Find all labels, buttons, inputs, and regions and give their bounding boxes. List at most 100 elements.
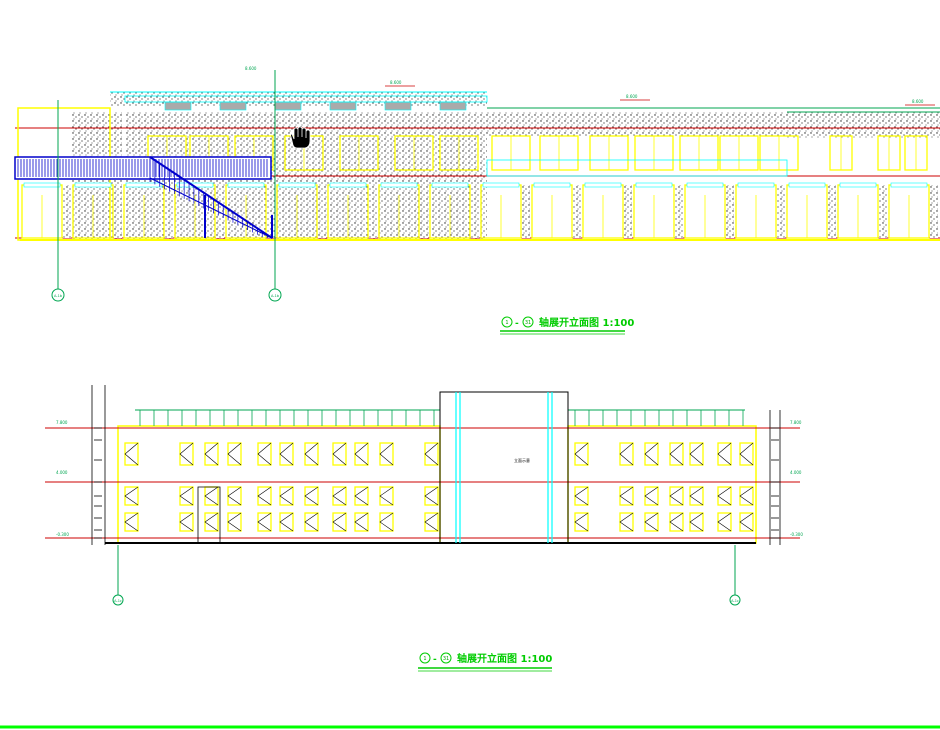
axis-label-right: A-1b xyxy=(271,294,280,298)
clerestory-panel xyxy=(384,101,412,111)
window xyxy=(179,486,194,506)
window xyxy=(257,442,272,466)
window xyxy=(379,512,394,532)
window xyxy=(619,442,634,466)
svg-text:31: 31 xyxy=(443,656,449,662)
window xyxy=(424,486,439,506)
window xyxy=(739,442,754,466)
left-dimension-stack xyxy=(94,427,102,539)
elevation-2-title-text: 轴展开立面图 1:100 xyxy=(457,652,552,665)
level-label: 8.600 xyxy=(245,66,257,71)
window xyxy=(379,442,394,466)
window xyxy=(124,512,139,532)
right-dimension-stack xyxy=(771,427,779,539)
window xyxy=(669,512,684,532)
window-grid xyxy=(124,442,754,544)
window xyxy=(204,486,219,506)
hand-cursor-icon xyxy=(290,126,311,149)
window xyxy=(257,512,272,532)
window xyxy=(304,442,319,466)
window xyxy=(354,512,369,532)
window xyxy=(257,486,272,506)
window xyxy=(669,486,684,506)
axis-bubble-right xyxy=(268,288,282,302)
window xyxy=(689,486,704,506)
window xyxy=(304,512,319,532)
lower-door-row xyxy=(21,182,938,239)
window xyxy=(227,512,242,532)
window xyxy=(179,512,194,532)
window xyxy=(619,512,634,532)
window xyxy=(717,442,732,466)
right-level-mid: 4.000 xyxy=(790,470,802,475)
axis-label-left: A-1b xyxy=(54,294,63,298)
window xyxy=(717,512,732,532)
window xyxy=(332,512,347,532)
window xyxy=(124,486,139,506)
window xyxy=(204,442,219,466)
right-level-ground: -0.300 xyxy=(790,532,803,537)
window xyxy=(669,442,684,466)
window xyxy=(279,486,294,506)
clerestory-panel xyxy=(329,101,357,111)
window xyxy=(204,512,219,532)
balcony-rail-bars xyxy=(17,159,268,177)
svg-text:1: 1 xyxy=(505,320,508,326)
svg-text:31: 31 xyxy=(525,320,531,326)
window xyxy=(354,486,369,506)
exterior-stair xyxy=(149,156,273,239)
window xyxy=(227,442,242,466)
window xyxy=(644,512,659,532)
balcony-rail xyxy=(14,156,272,180)
window xyxy=(619,486,634,506)
elevation-2: 立面示意 7.800 4.000 -0.300 7.800 4.000 -0.3… xyxy=(45,385,803,672)
stipple-wall-far xyxy=(787,112,940,138)
window xyxy=(424,512,439,532)
window xyxy=(332,486,347,506)
window xyxy=(739,512,754,532)
window xyxy=(574,442,589,466)
svg-text:-: - xyxy=(433,655,437,665)
svg-text:-: - xyxy=(515,319,519,329)
window xyxy=(354,442,369,466)
stair-tower xyxy=(439,391,569,544)
window xyxy=(689,442,704,466)
window xyxy=(332,442,347,466)
window xyxy=(717,486,732,506)
level-label: 8.600 xyxy=(912,99,924,104)
elevation-1-title-text: 轴展开立面图 1:100 xyxy=(539,316,634,329)
window xyxy=(644,486,659,506)
axis-label-left: A-1c xyxy=(114,599,122,603)
level-label: 8.600 xyxy=(390,80,402,85)
window xyxy=(304,486,319,506)
clerestory-panel xyxy=(219,101,247,111)
axis-label-right: A-1c xyxy=(731,599,739,603)
svg-text:1: 1 xyxy=(423,656,426,662)
window xyxy=(227,486,242,506)
window xyxy=(644,442,659,466)
clerestory-panel xyxy=(274,101,302,111)
parapet-posts xyxy=(139,410,744,426)
elevation-2-title: 1 - 31 轴展开立面图 1:100 xyxy=(418,652,552,672)
stipple-wall-right xyxy=(487,112,787,136)
left-level-ground: -0.300 xyxy=(56,532,69,537)
elevation-1-title: 1 - 31 轴展开立面图 1:100 xyxy=(500,316,634,335)
center-label: 立面示意 xyxy=(514,457,530,463)
level-label: 8.600 xyxy=(626,94,638,99)
axis-bubble-left xyxy=(51,288,65,302)
window xyxy=(739,486,754,506)
window xyxy=(574,512,589,532)
window xyxy=(424,442,439,466)
window xyxy=(124,442,139,466)
elevation-1: A-1b A-1b 8.600 8.600 8.600 8.600 1 - 31… xyxy=(14,66,940,335)
window xyxy=(279,512,294,532)
clerestory-panel xyxy=(164,101,192,111)
window xyxy=(574,486,589,506)
window xyxy=(279,442,294,466)
right-level-top: 7.800 xyxy=(790,420,802,425)
window xyxy=(379,486,394,506)
left-level-mid: 4.000 xyxy=(56,470,68,475)
window xyxy=(689,512,704,532)
clerestory-panel xyxy=(439,101,467,111)
